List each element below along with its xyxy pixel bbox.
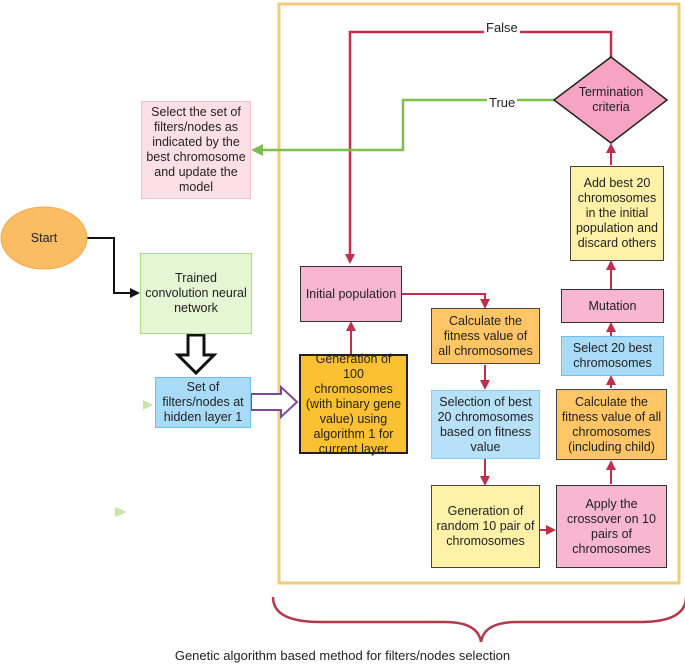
arrow-initial-to-fitness — [402, 293, 490, 309]
crossover-box: Apply the crossover on 10 pairs of chrom… — [556, 485, 667, 568]
filters-layer-box: Set of filters/nodes at hidden layer 1 — [155, 377, 251, 428]
caption-brace — [271, 596, 685, 643]
generation-100-box: Generation of 100 chromosomes (with bina… — [299, 352, 408, 456]
arrow-true-to-select — [251, 98, 554, 156]
calc-fitness-box: Calculate the fitness value of all chrom… — [431, 308, 540, 364]
start-ellipse — [0, 206, 88, 270]
select-20-best-box: Select 20 best chromosomes — [561, 336, 664, 376]
add-best-20-box: Add best 20 chromosomes in the initial p… — [570, 166, 664, 261]
left-marker-triangle-2 — [115, 507, 127, 517]
generation-random-10-box: Generation of random 10 pair of chromoso… — [431, 485, 540, 568]
arrow-start-to-cnn — [87, 237, 140, 298]
select-best-20-box: Selection of best 20 chromosomes based o… — [431, 390, 540, 459]
true-label: True — [487, 95, 518, 110]
termination-diamond — [552, 56, 669, 144]
arrow-filters-to-generation — [250, 384, 299, 420]
mutation-box: Mutation — [561, 289, 664, 323]
calc-fitness-child-box: Calculate the fitness value of all chrom… — [556, 389, 667, 460]
start-node: Start — [30, 230, 58, 245]
arrow-false-loop — [345, 30, 613, 264]
trained-cnn-box: Trained convolution neural network — [140, 253, 252, 334]
ga-frame — [277, 2, 681, 585]
false-label: False — [484, 20, 520, 35]
termination-node: Termination criteria — [578, 85, 644, 114]
arrow-cnn-to-filters — [174, 333, 218, 376]
diagram-caption: Genetic algorithm based method for filte… — [174, 648, 511, 663]
left-marker-triangle — [143, 400, 153, 410]
select-filters-box: Select the set of filters/nodes as indic… — [141, 101, 251, 199]
initial-population-box: Initial population — [300, 266, 402, 322]
